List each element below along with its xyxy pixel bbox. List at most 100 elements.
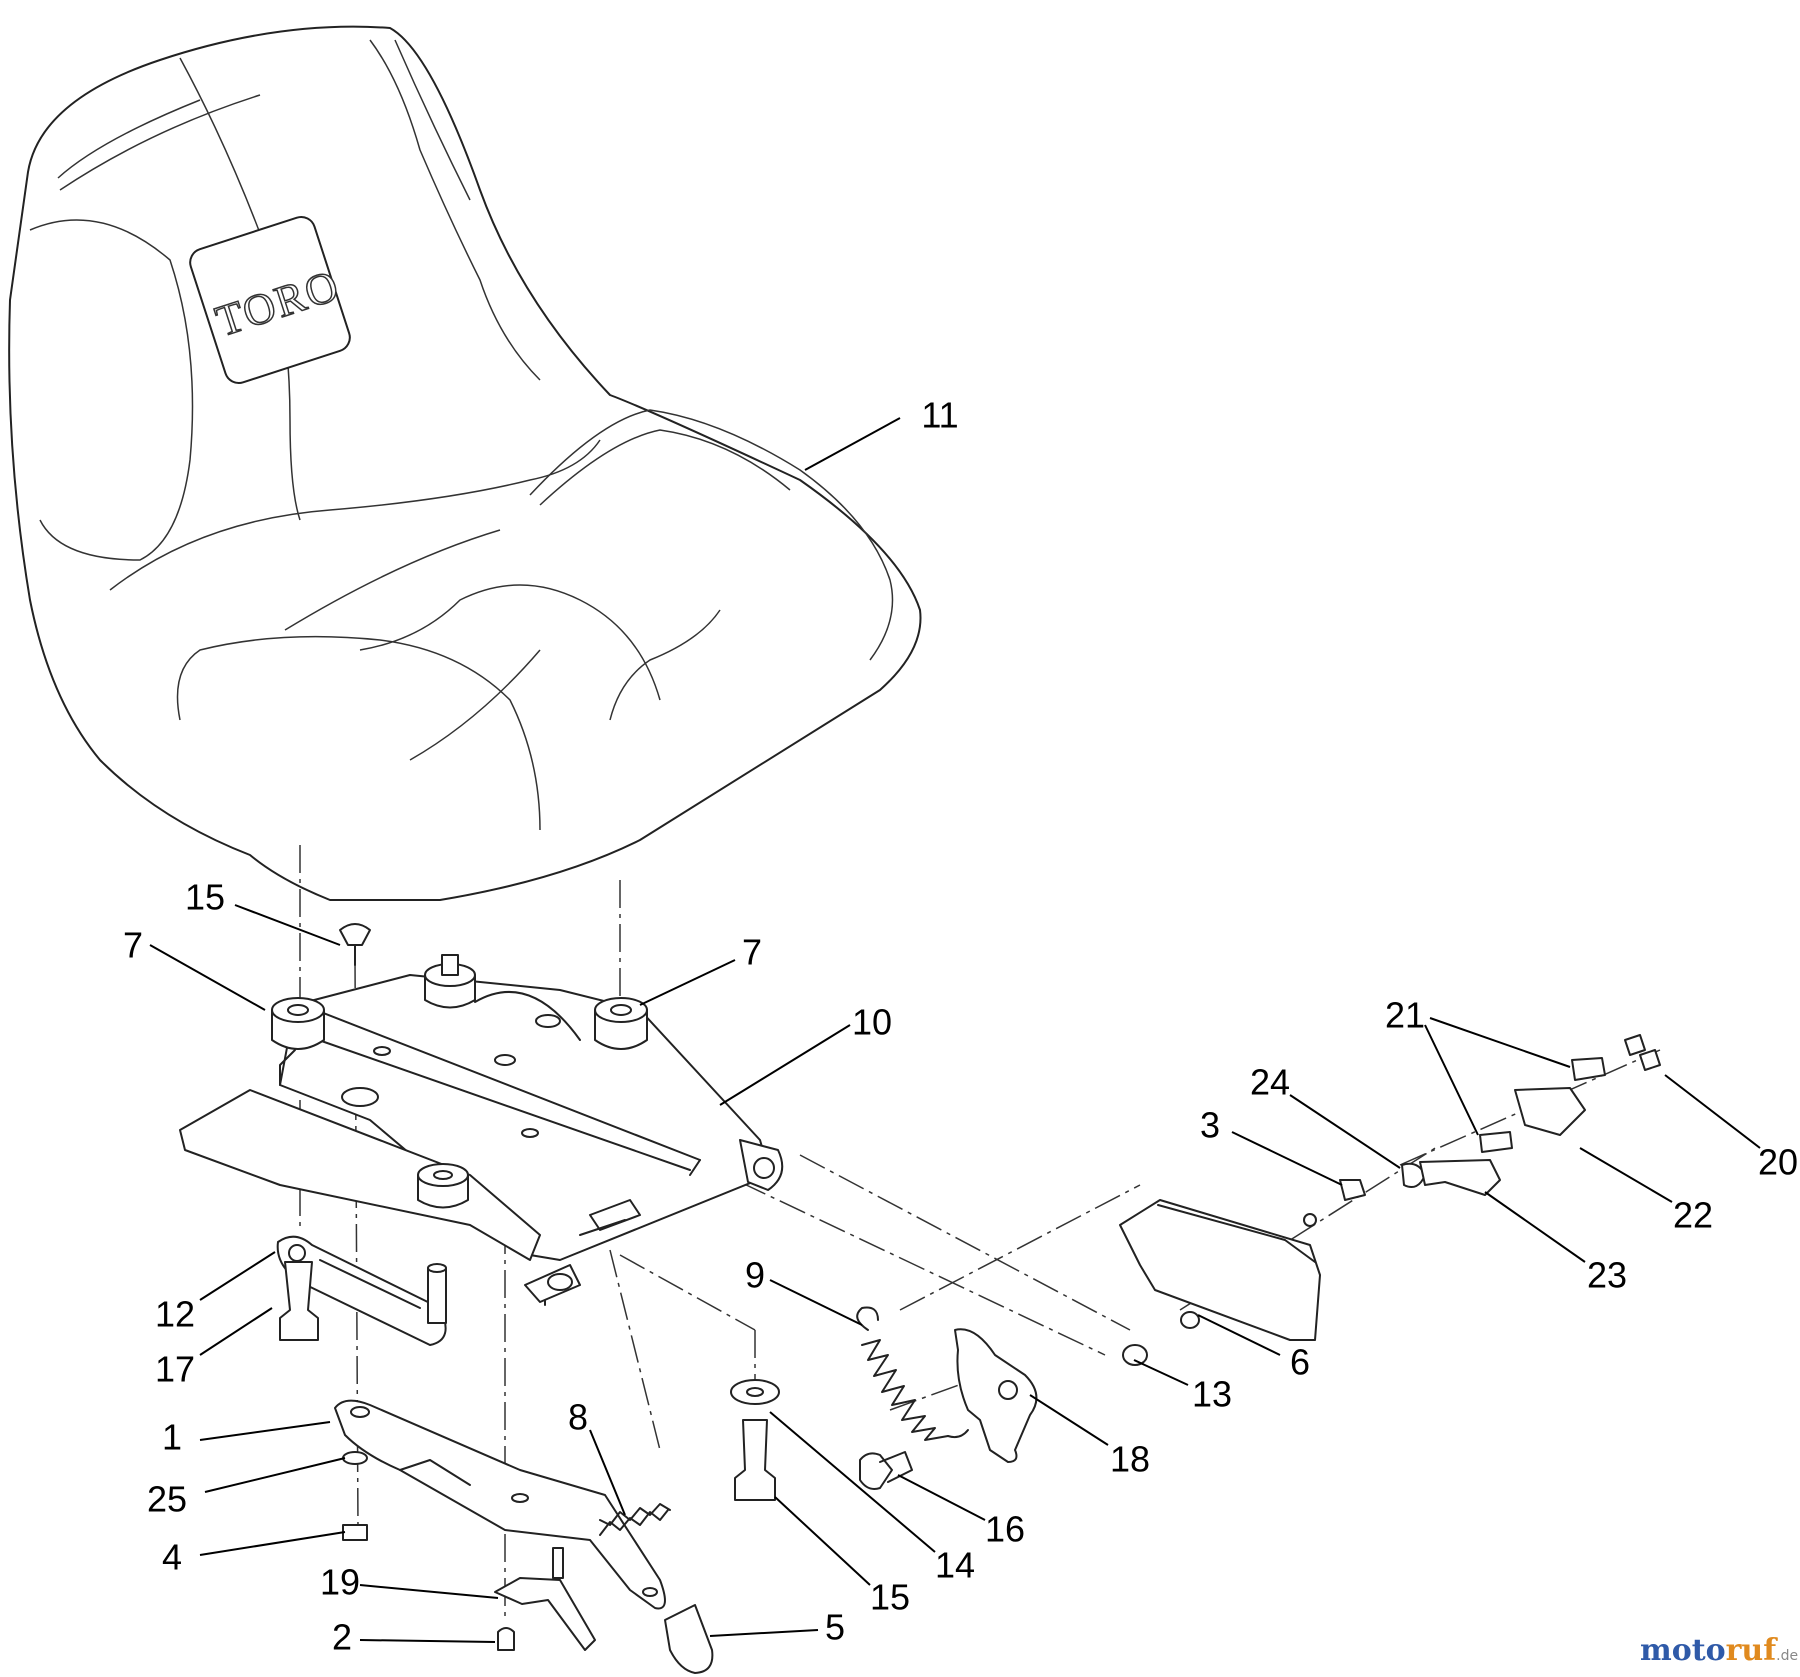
switch-bracket-19 (494, 1547, 596, 1651)
callout-c15a: 15 (185, 877, 341, 946)
callout-c4: 4 (162, 1531, 346, 1578)
leader-line (589, 1429, 626, 1516)
washer-13 (1122, 1344, 1148, 1366)
leader-line (804, 417, 901, 471)
callout-number: 3 (1200, 1105, 1220, 1146)
callout-number: 15 (185, 877, 225, 918)
callout-c24: 24 (1250, 1062, 1401, 1169)
switch-22 (1514, 1087, 1586, 1136)
shoulder-bolt-16 (859, 1451, 913, 1490)
rubber-isolator-mounts (271, 954, 648, 1209)
nut-4 (342, 1524, 368, 1541)
callout-c19: 19 (320, 1562, 499, 1603)
lever-grip-5 (664, 1604, 714, 1674)
seat-cushion: TORO (8, 25, 922, 901)
callout-number: 8 (568, 1397, 588, 1438)
nut-3 (1339, 1179, 1366, 1201)
leader-line (149, 944, 266, 1011)
callout-c23: 23 (1484, 1191, 1627, 1296)
callout-c3: 3 (1200, 1105, 1343, 1186)
seat-logo-plate (189, 215, 351, 385)
spring-8 (599, 1503, 671, 1536)
leader-line (769, 1411, 936, 1553)
callout-c5: 5 (709, 1607, 845, 1648)
leader-line (1664, 1074, 1761, 1149)
callout-number: 2 (332, 1617, 352, 1658)
callout-number: 4 (162, 1537, 182, 1578)
watermark-logo: motoruf.de (1640, 1633, 1798, 1668)
callout-number: 7 (742, 932, 762, 973)
screw-2 (497, 1627, 515, 1651)
callout-number: 24 (1250, 1062, 1290, 1103)
isolator-rear (424, 954, 476, 1009)
callout-number: 6 (1290, 1342, 1310, 1383)
leader-line (1484, 1191, 1586, 1263)
pivot-bolt (524, 1264, 581, 1303)
callout-c15b: 15 (774, 1496, 910, 1618)
callout-c7b: 7 (639, 932, 762, 1006)
callout-number: 11 (921, 395, 958, 436)
leader-line (719, 1024, 851, 1106)
leader-line (897, 1474, 986, 1521)
leader-line (1231, 1131, 1343, 1186)
leader-line (234, 904, 341, 946)
isolator-left (271, 997, 325, 1050)
callout-c12: 12 (155, 1251, 276, 1335)
callout-c21: 21 (1385, 995, 1571, 1136)
callout-c18: 18 (1029, 1394, 1150, 1480)
stud-rear (427, 1263, 447, 1324)
callout-c1: 1 (162, 1417, 331, 1458)
leader-line (204, 1457, 346, 1493)
washer-25 (342, 1451, 368, 1465)
leader-line (774, 1496, 871, 1586)
leader-line (1029, 1394, 1109, 1446)
isolator-right (594, 997, 648, 1050)
callout-c10: 10 (719, 1002, 892, 1106)
callout-number: 9 (745, 1255, 765, 1296)
callout-c22: 22 (1579, 1147, 1713, 1236)
side-bracket (1119, 1199, 1321, 1341)
callout-c16: 16 (897, 1474, 1025, 1550)
callout-c25: 25 (147, 1457, 346, 1520)
callout-number: 12 (155, 1294, 195, 1335)
callout-number: 17 (155, 1349, 195, 1390)
watermark-part3: .de (1776, 1648, 1798, 1664)
callout-number: 14 (935, 1545, 975, 1586)
switch-bracket-23 (1419, 1159, 1501, 1196)
callout-c14: 14 (769, 1411, 975, 1586)
washer-14 (730, 1379, 780, 1405)
callout-number: 19 (320, 1562, 360, 1603)
callout-number: 7 (123, 925, 143, 966)
leader-line (199, 1531, 346, 1556)
leader-line (199, 1421, 331, 1441)
callout-number: 21 (1385, 995, 1425, 1036)
leader-line (199, 1307, 273, 1356)
seat-bolt (339, 923, 371, 966)
latch-lever (334, 1399, 666, 1610)
leader-line (1133, 1359, 1189, 1386)
leader-line (1424, 1024, 1479, 1136)
callout-number: 25 (147, 1479, 187, 1520)
isolator-front (417, 1163, 469, 1209)
callout-c7a: 7 (123, 925, 266, 1011)
callout-number: 22 (1673, 1195, 1713, 1236)
callout-c6: 6 (1197, 1314, 1310, 1383)
leader-line (1197, 1314, 1281, 1356)
callout-c8: 8 (568, 1397, 626, 1516)
leader-line (709, 1629, 819, 1637)
leader-line (1579, 1147, 1673, 1203)
watermark-part2: ruf (1726, 1633, 1779, 1668)
callout-number: 16 (985, 1509, 1025, 1550)
shoulder-bolt-17 (279, 1261, 319, 1341)
extension-spring-9 (856, 1306, 969, 1441)
callout-number: 15 (870, 1577, 910, 1618)
seat-mount-plate (179, 974, 784, 1306)
leader-line (1429, 1017, 1571, 1068)
leader-line (359, 1584, 499, 1599)
latch-cam-18 (954, 1328, 1038, 1463)
callout-c2: 2 (332, 1617, 496, 1658)
callout-c20: 20 (1664, 1074, 1798, 1183)
watermark-part1: moto (1640, 1633, 1726, 1668)
callout-c13: 13 (1133, 1359, 1232, 1415)
